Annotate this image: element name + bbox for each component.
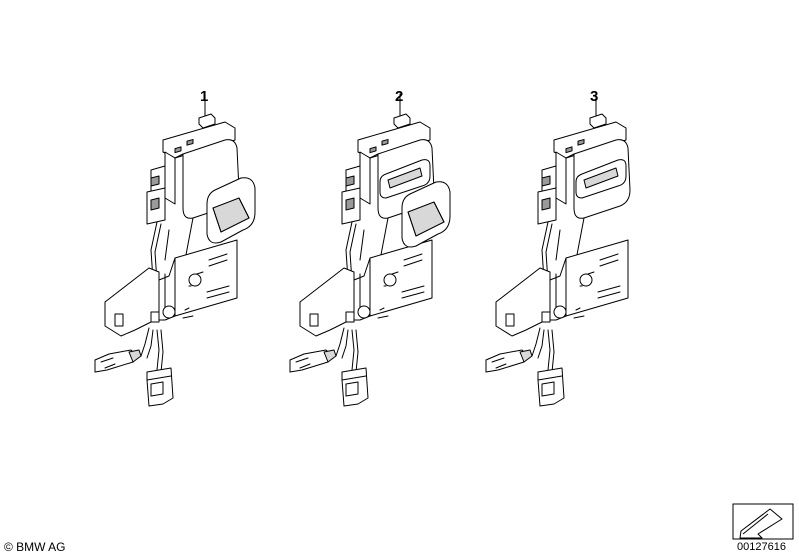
switch-assembly-3	[485, 93, 631, 407]
diagram-number: 00127616	[737, 541, 786, 553]
switch-assembly-2	[289, 93, 451, 407]
callout-1: 1	[200, 88, 209, 105]
arrow-back-icon	[732, 503, 794, 540]
copyright-text: © BMW AG	[4, 540, 66, 554]
switch-assembly-1	[94, 93, 256, 407]
callout-2: 2	[395, 88, 404, 105]
callout-3: 3	[590, 88, 599, 105]
